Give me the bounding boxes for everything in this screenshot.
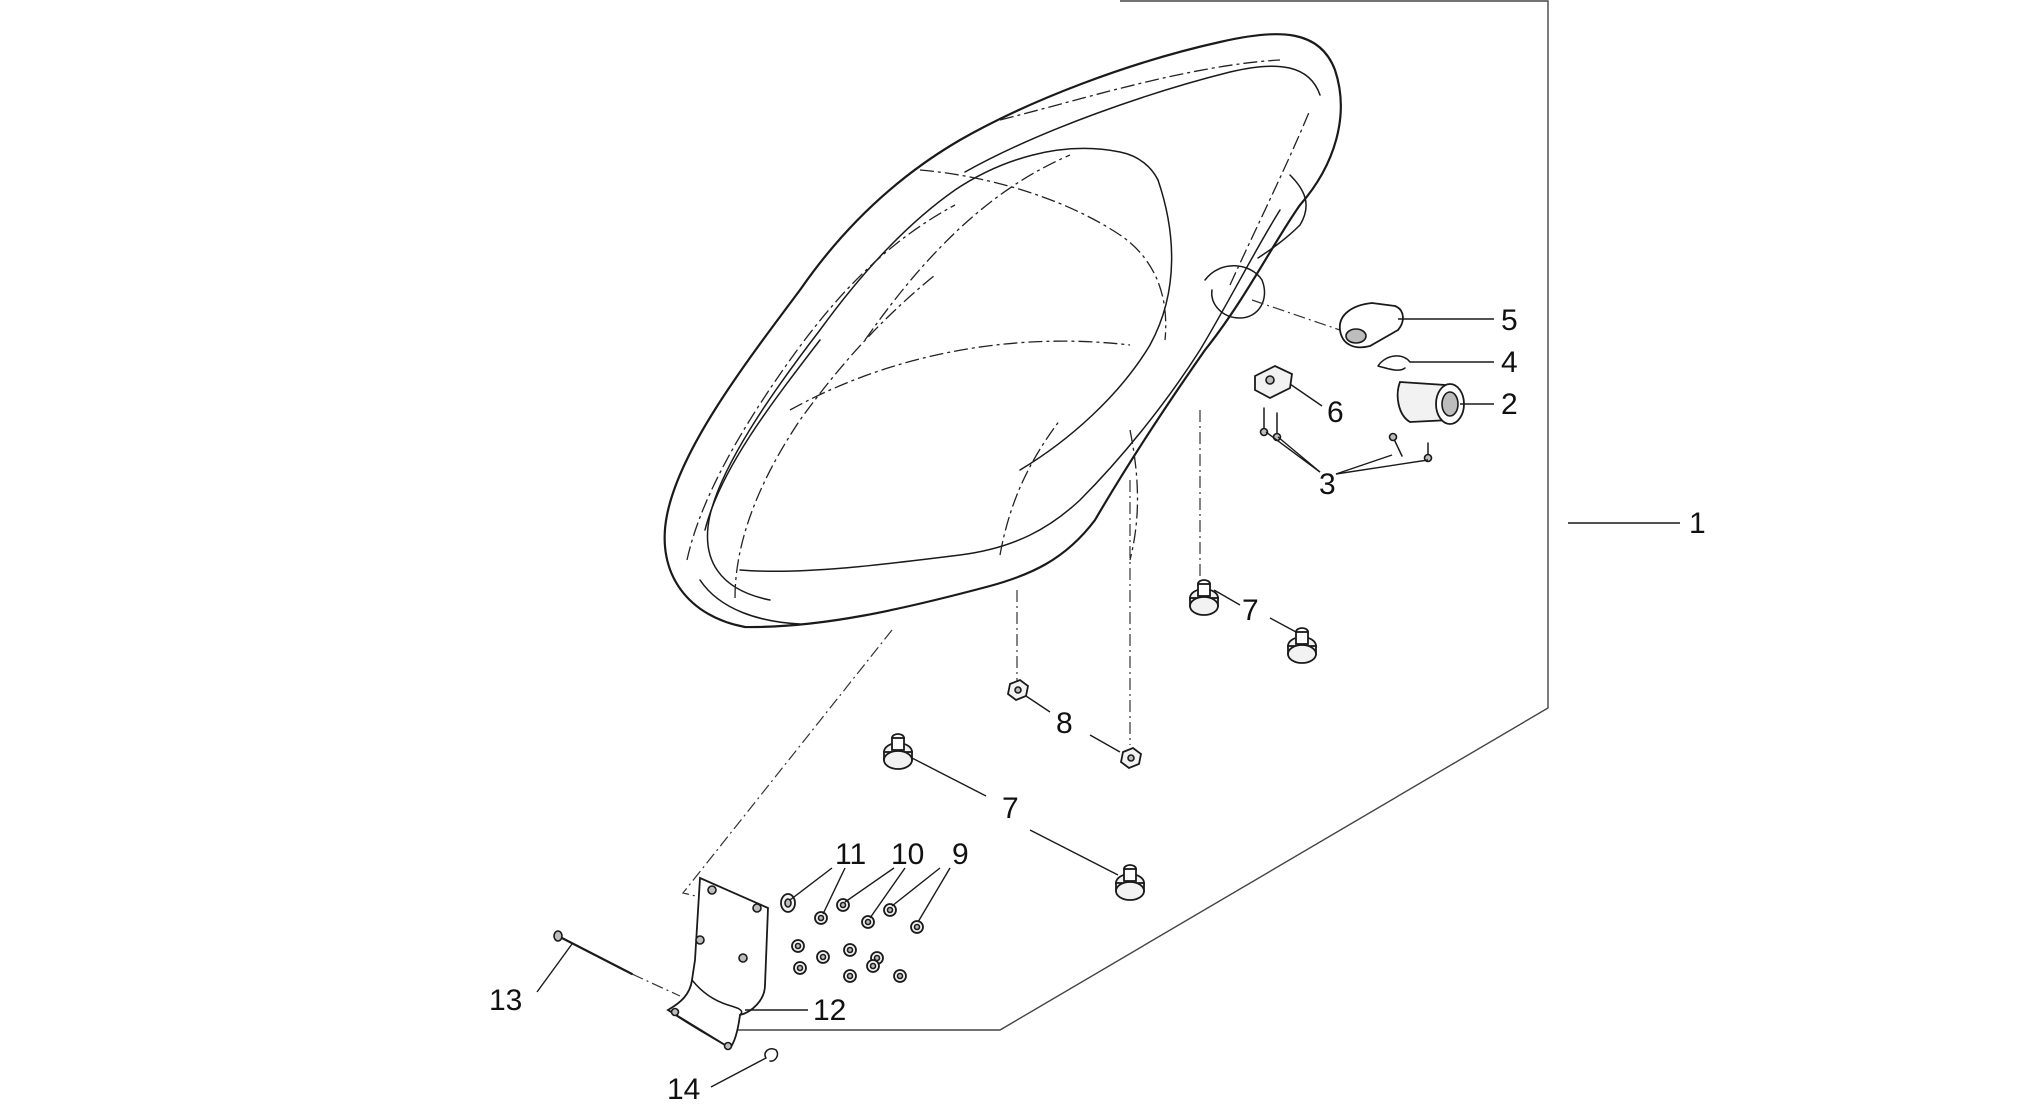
washer-part [780, 893, 796, 913]
callout-10: 10 [891, 838, 924, 871]
circlip-part [764, 1047, 779, 1062]
callout-3: 3 [1319, 468, 1336, 501]
callout-9: 9 [952, 838, 969, 871]
washers-nuts-group [791, 898, 924, 983]
rubber-buffer-part [1287, 627, 1317, 664]
assembly-frame [700, 0, 1549, 1031]
rubber-buffer-part [1189, 579, 1219, 616]
nut-part [1120, 746, 1142, 770]
clip-part [1377, 355, 1411, 371]
callout-6: 6 [1327, 396, 1344, 429]
rubber-buffer-part [883, 733, 913, 770]
callout-13: 13 [489, 984, 522, 1017]
callout-5: 5 [1501, 304, 1518, 337]
rubber-buffer-part [1115, 864, 1145, 901]
callout-14: 14 [667, 1073, 700, 1106]
callout-12: 12 [813, 994, 846, 1027]
hinge-bracket-part [666, 876, 769, 1051]
callout-7-upper: 7 [1242, 594, 1259, 627]
callout-2: 2 [1501, 388, 1518, 421]
callout-labels: 1 2 3 4 5 6 7 8 7 9 10 11 12 13 14 [489, 304, 1706, 1106]
callout-4: 4 [1501, 346, 1518, 379]
leader-lines [536, 318, 1680, 1088]
callout-8: 8 [1056, 707, 1073, 740]
lock-bracket-part [1254, 364, 1293, 400]
callout-11: 11 [835, 838, 866, 871]
lock-cover-part [1339, 302, 1404, 349]
callout-1: 1 [1689, 507, 1706, 540]
lock-barrel-part [1396, 381, 1465, 425]
nut-part [1007, 678, 1029, 702]
hinge-pin-part [553, 930, 681, 997]
callout-7-lower: 7 [1002, 792, 1019, 825]
seat [663, 33, 1342, 629]
